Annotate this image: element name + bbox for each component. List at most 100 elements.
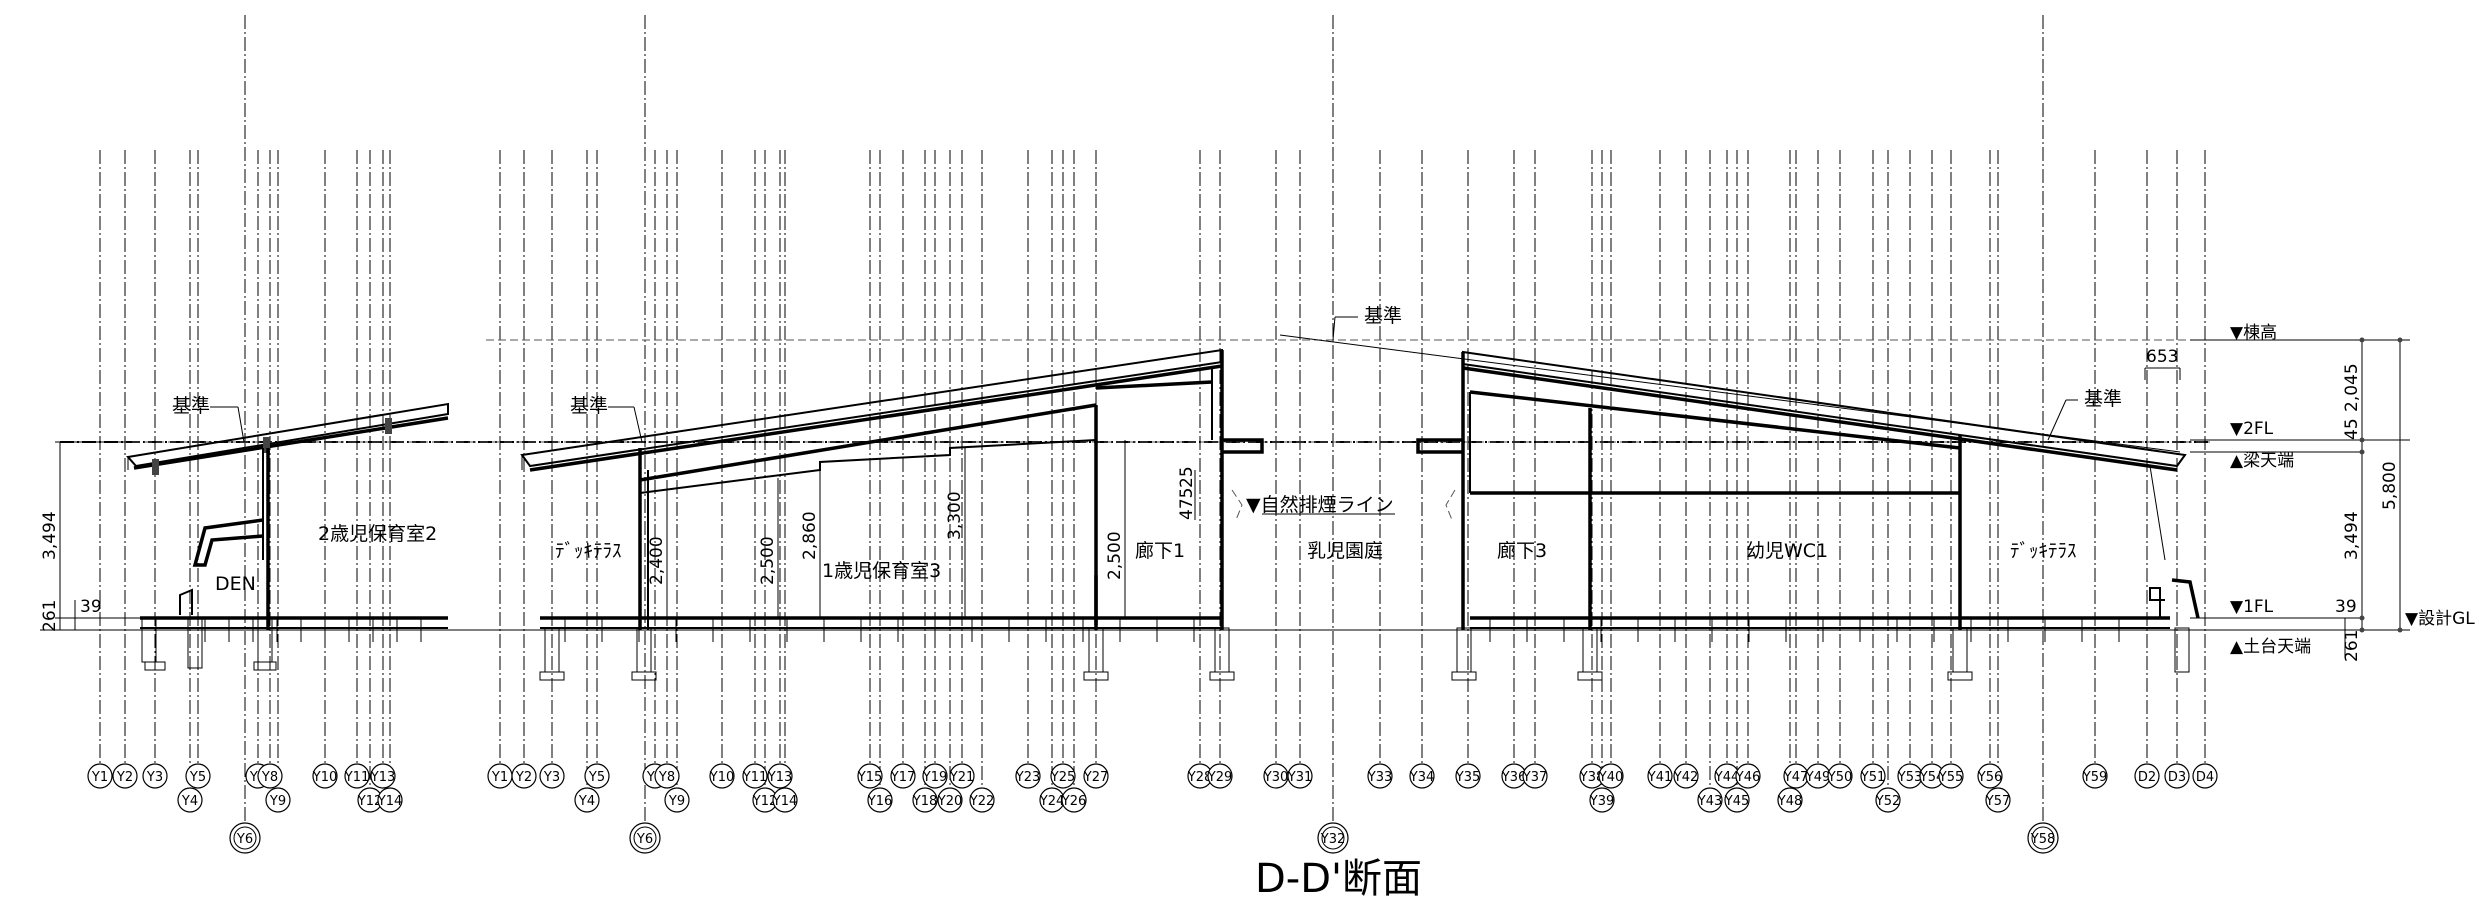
left-grid-bubble-y8: Y8: [257, 763, 283, 789]
main-grid-bubble-y44: Y44: [1714, 763, 1740, 789]
main-grid-bubble-y29: Y29: [1207, 763, 1233, 789]
main-grid-bubble-y41: Y41: [1647, 763, 1673, 789]
main-grid-label-y18: Y18: [912, 794, 937, 809]
main-grid-label-y46: Y46: [1735, 770, 1760, 785]
dim-475: 475: [1177, 488, 1197, 520]
left-grid-bubble-y2: Y2: [112, 763, 138, 789]
main-grid-bubble-y13: Y13: [767, 763, 793, 789]
main-grid-bubble-y31: Y31: [1287, 763, 1313, 789]
room-label-corridor3: 廊下3: [1497, 540, 1547, 562]
main-grid-label-y17: Y17: [890, 770, 915, 785]
main-grid-bubble-y30: Y30: [1263, 763, 1289, 789]
main-grid-bubble-y12: Y12: [752, 787, 778, 813]
main-grid-bubble-d2: D2: [2134, 763, 2160, 789]
main-grid-label-y20: Y20: [937, 794, 962, 809]
main-grid-bubble-y17: Y17: [890, 763, 916, 789]
main-grid-bubble-y46: Y46: [1735, 763, 1761, 789]
main-grid-bubble-y10: Y10: [709, 763, 735, 789]
kijun-note-left: 基準: [172, 395, 210, 417]
dim-2500a: 2,500: [758, 536, 778, 585]
main-grid-label-y38: Y38: [1579, 770, 1604, 785]
main-grid-label-y56: Y56: [1977, 770, 2002, 785]
left-grid-label-y5: Y5: [189, 770, 206, 785]
main-grid-label-y55: Y55: [1938, 770, 1963, 785]
main-grid-label-y19: Y19: [922, 770, 947, 785]
main-grid-label-y40: Y40: [1598, 770, 1623, 785]
main-grid-bubble-y37: Y37: [1522, 763, 1548, 789]
main-grid-bubble-y34: Y34: [1409, 763, 1435, 789]
main-grid-label-y21: Y21: [949, 770, 974, 785]
main-grid-label-y57: Y57: [1985, 794, 2010, 809]
main-grid-label-y48: Y48: [1777, 794, 1802, 809]
dim-2045: 2,045: [2342, 363, 2362, 412]
left-grid-label-y6: Y6: [236, 832, 253, 847]
main-grid-label-y29: Y29: [1207, 770, 1232, 785]
left-grid-bubble-y3: Y3: [142, 763, 168, 789]
main-grid-bubble-y58: Y58: [2027, 822, 2059, 854]
main-grid-label-y37: Y37: [1522, 770, 1547, 785]
main-grid-label-y27: Y27: [1083, 770, 1108, 785]
main-grid-label-y51: Y51: [1860, 770, 1885, 785]
main-grid-bubble-y11: Y11: [742, 763, 768, 789]
main-grid-label-y53: Y53: [1897, 770, 1922, 785]
left-grid-bubble-y1: Y1: [87, 763, 113, 789]
level-2fl: ▼2FL: [2230, 419, 2274, 439]
dim-left-39: 39: [80, 597, 102, 617]
left-building-section: [126, 402, 449, 671]
left-grid-bubble-y4: Y4: [177, 787, 203, 813]
main-grid-label-y14: Y14: [772, 794, 797, 809]
main-grid-bubble-y15: Y15: [857, 763, 883, 789]
room-label-courtyard: 乳児園庭: [1307, 540, 1383, 562]
main-grid-bubble-y32: Y32: [1317, 822, 1349, 854]
main-grid-bubble-y50: Y50: [1827, 763, 1853, 789]
main-grid-label-y36: Y36: [1501, 770, 1526, 785]
main-grid-label-y11: Y11: [742, 770, 767, 785]
main-grid-bubble-y4: Y4: [574, 787, 600, 813]
main-building-right: [1416, 350, 2200, 681]
main-grid-bubble-y22: Y22: [969, 787, 995, 813]
dim-2860: 2,860: [800, 511, 820, 560]
main-grid-label-y22: Y22: [969, 794, 994, 809]
reference-lines: [40, 334, 2400, 631]
room-label-deck-left: ﾃﾞｯｷﾃﾗｽ: [555, 540, 622, 562]
left-grid-bubble-y10: Y10: [312, 763, 338, 789]
level-ridge: ▼棟高: [2230, 323, 2277, 343]
main-grid-bubble-y42: Y42: [1673, 763, 1699, 789]
main-grid-label-y24: Y24: [1039, 794, 1064, 809]
main-grid-bubble-y51: Y51: [1860, 763, 1886, 789]
main-grid-bubble-y39: Y39: [1589, 787, 1615, 813]
main-grid-label-y33: Y33: [1367, 770, 1392, 785]
main-grid-label-y9: Y9: [668, 794, 685, 809]
main-grid-bubble-y19: Y19: [922, 763, 948, 789]
main-grid-bubble-d3: D3: [2164, 763, 2190, 789]
main-grid-label-y23: Y23: [1015, 770, 1040, 785]
level-sill-top: ▲土台天端: [2230, 637, 2311, 657]
main-grid-label-y47: Y47: [1783, 770, 1808, 785]
dim-261-right: 261: [2342, 630, 2362, 662]
left-grid-bubble-y6: Y6: [229, 822, 261, 854]
main-grid-bubble-y38: Y38: [1579, 763, 1605, 789]
main-grid-label-y31: Y31: [1287, 770, 1312, 785]
main-grid-bubble-y9: Y9: [664, 787, 690, 813]
room-label-2yr: 2歳児保育室2: [318, 523, 437, 545]
main-grid-bubble-d4: D4: [2192, 763, 2218, 789]
room-label-1yr: 1歳児保育室3: [822, 560, 941, 582]
main-grid-label-y25: Y25: [1050, 770, 1075, 785]
main-grid-bubble-y49: Y49: [1805, 763, 1831, 789]
level-labels: ▼棟高 ▼2FL ▲梁天端 ▼1FL ▼設計GL ▲土台天端: [2230, 323, 2475, 657]
dimensions: 3,494 261 39 2,400 2,500 2,860 3,300 2,5…: [40, 337, 2410, 662]
room-label-corridor1: 廊下1: [1135, 540, 1185, 562]
main-grid-bubble-y54: Y54: [1919, 763, 1945, 789]
main-grid-label-y39: Y39: [1589, 794, 1614, 809]
main-grid-label-y13: Y13: [767, 770, 792, 785]
main-grid-label-y50: Y50: [1827, 770, 1852, 785]
level-1fl: ▼1FL: [2230, 597, 2274, 617]
main-grid-bubble-y24: Y24: [1039, 787, 1065, 813]
main-grid-bubble-y26: Y26: [1061, 787, 1087, 813]
kijun-note-main: 基準: [570, 395, 608, 417]
main-grid-bubble-y27: Y27: [1083, 763, 1109, 789]
left-grid-label-y13: Y13: [370, 770, 395, 785]
grid-axis-lines: [99, 15, 2206, 825]
main-grid-label-y3: Y3: [543, 770, 560, 785]
left-grid-label-y11: Y11: [344, 770, 369, 785]
